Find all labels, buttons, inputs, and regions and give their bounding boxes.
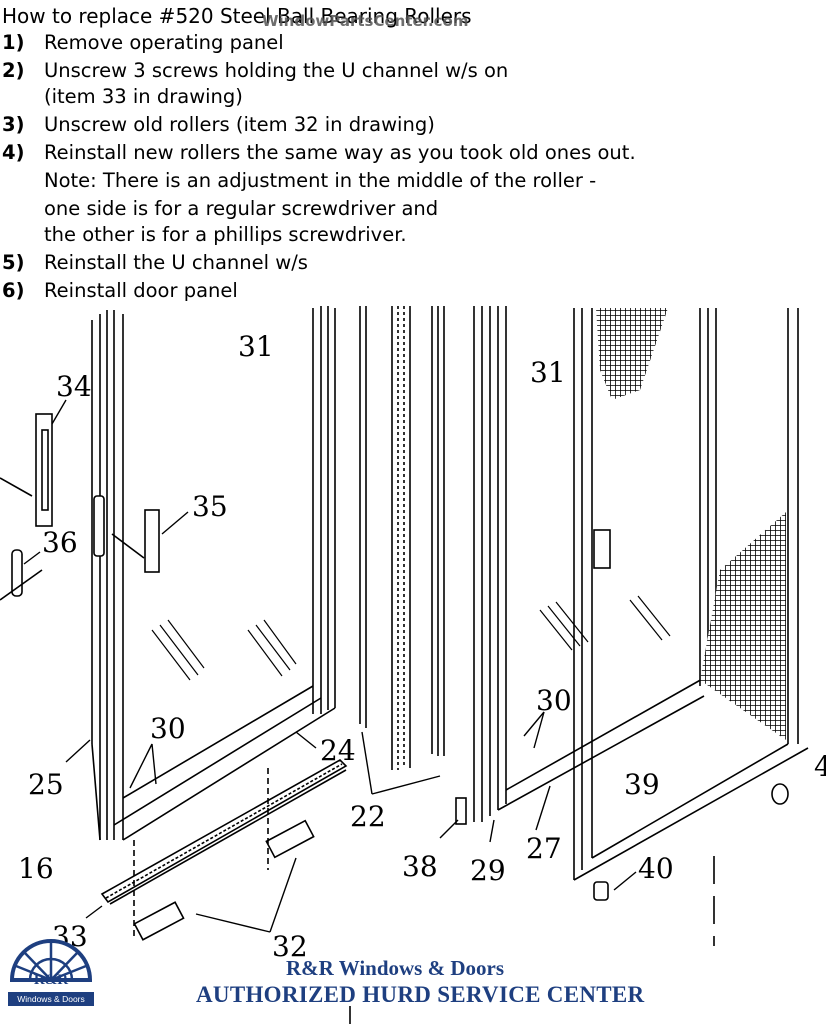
step-number: 3)	[2, 113, 25, 136]
callout-25: 25	[28, 768, 64, 801]
step-4-note-line-3: the other is for a phillips screwdriver.	[44, 223, 407, 246]
shop-name: R&R Windows & Doors	[286, 956, 504, 980]
callout-40: 40	[638, 852, 674, 885]
glass-reflection	[539, 595, 671, 651]
door-panel-left	[91, 306, 336, 841]
callout-27: 27	[526, 832, 562, 865]
step-4-note-line-1: Note: There is an adjustment in the midd…	[44, 169, 597, 192]
callout-16: 16	[18, 852, 54, 885]
step-6: 6) Reinstall door panel	[2, 278, 238, 304]
step-text: Remove operating panel	[44, 31, 284, 54]
callouts: 31 34 35 36 30 24 25 16 33 32 22 38 29 2…	[18, 330, 826, 963]
step-1: 1) Remove operating panel	[2, 30, 284, 56]
callout-32: 32	[272, 930, 308, 963]
step-text: Unscrew old rollers (item 32 in drawing)	[44, 113, 435, 136]
screen-door-panel	[573, 308, 809, 881]
step-2: 2) Unscrew 3 screws holding the U channel…	[2, 58, 508, 84]
step-text: Reinstall new rollers the same way as yo…	[44, 141, 636, 164]
step-4-note-line-2: one side is for a regular screwdriver an…	[44, 197, 439, 220]
weatherstrip-22	[359, 306, 445, 770]
step-number: 5)	[2, 251, 25, 274]
step-text: Reinstall door panel	[44, 279, 238, 302]
page-title: How to replace #520 Steel Ball Bearing R…	[2, 4, 472, 28]
callout-35: 35	[192, 490, 228, 523]
callout-22: 22	[350, 800, 386, 833]
callout-31-right: 31	[530, 356, 566, 389]
callout-34: 34	[56, 370, 92, 403]
handle-35	[93, 495, 160, 573]
step-text: Unscrew 3 screws holding the U channel w…	[44, 59, 509, 82]
door-panel-middle	[473, 306, 705, 822]
step-4: 4) Reinstall new rollers the same way as …	[2, 140, 636, 166]
arched-window-icon	[9, 939, 93, 982]
handle-34	[0, 413, 53, 601]
step-number: 1)	[2, 31, 25, 54]
callout-36: 36	[42, 526, 78, 559]
step-number: 6)	[2, 279, 25, 302]
step-5: 5) Reinstall the U channel w/s	[2, 250, 308, 276]
logo-text: R&R	[33, 972, 69, 988]
step-number: 2)	[2, 59, 25, 82]
callout-31-left: 31	[238, 330, 274, 363]
logo-subtext: Windows & Doors	[8, 992, 94, 1006]
step-2-note: (item 33 in drawing)	[44, 85, 243, 108]
drawing-svg: 31 34 35 36 30 24 25 16 33 32 22 38 29 2…	[0, 306, 826, 1024]
service-center-name: AUTHORIZED HURD SERVICE CENTER	[196, 982, 645, 1007]
callout-29: 29	[470, 854, 506, 887]
company-logo: R&R Windows & Doors	[8, 936, 94, 1016]
callout-4: 4	[814, 750, 826, 783]
footer: R&R Windows & Doors R&R Windows & Doors …	[0, 939, 826, 1024]
callout-30-left: 30	[150, 712, 186, 745]
exploded-door-drawing: 31 34 35 36 30 24 25 16 33 32 22 38 29 2…	[0, 300, 826, 1024]
small-parts	[349, 783, 789, 1024]
callout-39: 39	[624, 768, 660, 801]
bottom-channel-33	[100, 759, 348, 905]
callout-30-right: 30	[536, 684, 572, 717]
glass-reflection	[151, 619, 297, 681]
step-number: 4)	[2, 141, 25, 164]
roller-32	[133, 768, 315, 941]
watermark: WindowPartsCenter.com	[262, 12, 469, 30]
instructions: How to replace #520 Steel Ball Bearing R…	[0, 0, 826, 310]
callout-38: 38	[402, 850, 438, 883]
callout-24: 24	[320, 734, 356, 767]
step-text: Reinstall the U channel w/s	[44, 251, 308, 274]
leader-lines	[23, 399, 637, 933]
step-3: 3) Unscrew old rollers (item 32 in drawin…	[2, 112, 435, 138]
